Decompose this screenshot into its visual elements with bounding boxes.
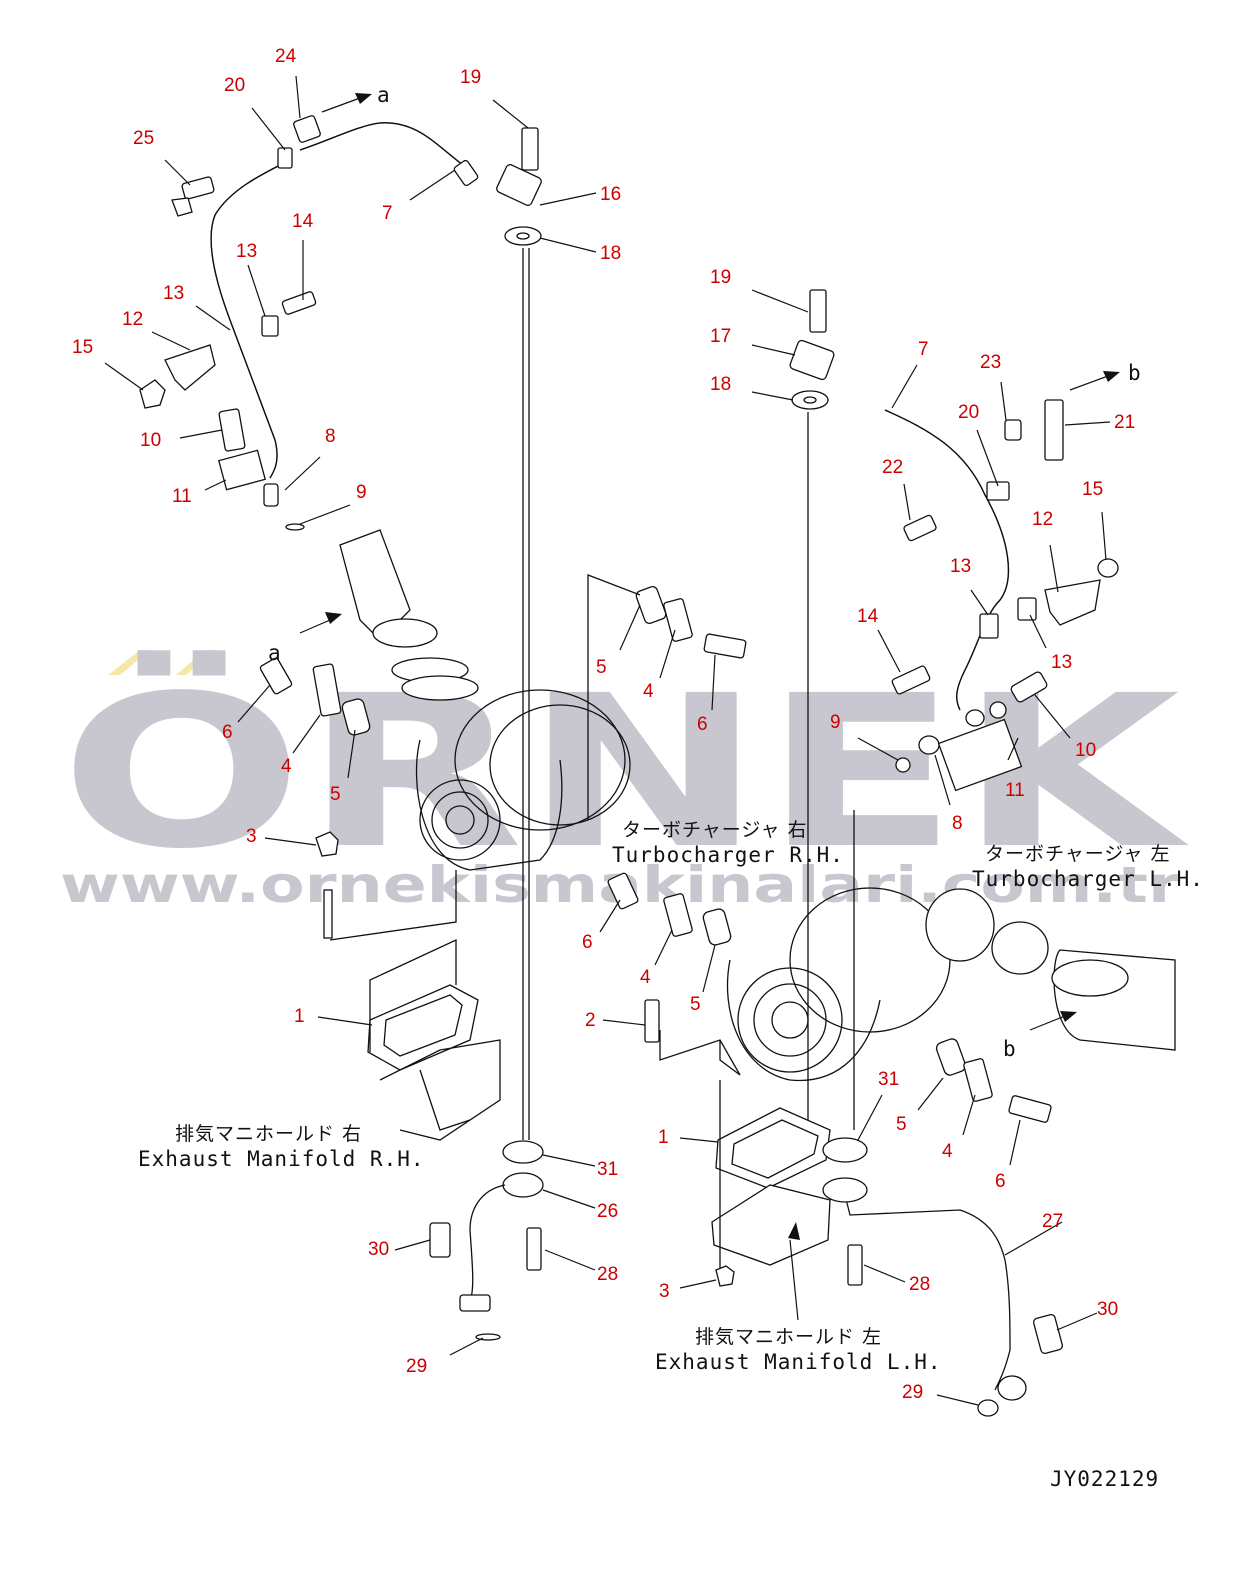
- callout-20: 20: [224, 75, 245, 96]
- arrow-a-mid-label: a: [268, 641, 282, 665]
- callout-15: 15: [1082, 479, 1103, 500]
- callout-6: 6: [995, 1171, 1006, 1192]
- arrow-a-top-label: a: [377, 83, 391, 107]
- callout-19: 19: [710, 267, 731, 288]
- callout-13: 13: [163, 283, 184, 304]
- manifold-rh-en-label: Exhaust Manifold R.H.: [138, 1147, 425, 1171]
- callout-11: 11: [1005, 780, 1025, 801]
- rh-oil-line-assembly: [139, 115, 542, 1140]
- callout-5: 5: [896, 1114, 907, 1135]
- manifold-rh: [367, 938, 501, 1141]
- manifold-lh: [711, 1080, 1064, 1417]
- arrow-b-top: b: [1069, 361, 1142, 391]
- arrow-a-top: a: [321, 83, 391, 113]
- callout-24: 24: [275, 46, 297, 67]
- callout-23: 23: [980, 352, 1001, 373]
- callout-25: 25: [133, 128, 154, 149]
- callout-5: 5: [330, 784, 341, 805]
- lh-oil-line-assembly: [789, 289, 1119, 1130]
- drawing-code: JY022129: [1050, 1467, 1159, 1491]
- arrow-b-mid-label: b: [1003, 1037, 1017, 1061]
- callout-29: 29: [406, 1356, 427, 1377]
- callout-6: 6: [222, 722, 233, 743]
- callout-19: 19: [460, 67, 481, 88]
- arrow-b-mid: b: [1003, 1011, 1077, 1061]
- arrow-b-top-label: b: [1128, 361, 1142, 385]
- callout-8: 8: [952, 813, 963, 834]
- callout-1: 1: [294, 1006, 305, 1027]
- turbo-rh-jp-label: ターボチャージャ 右: [622, 819, 808, 841]
- callout-4: 4: [643, 681, 654, 702]
- callout-14: 14: [292, 211, 314, 232]
- callout-13: 13: [236, 241, 257, 262]
- callout-30: 30: [1097, 1299, 1118, 1320]
- callout-5: 5: [690, 994, 701, 1015]
- component-labels: ターボチャージャ 右 Turbocharger R.H. ターボチャージャ 左 …: [138, 819, 1204, 1491]
- callout-1: 1: [658, 1127, 669, 1148]
- callout-30: 30: [368, 1239, 389, 1260]
- manifold-lh-jp-label: 排気マニホールド 左: [695, 1326, 882, 1348]
- callout-28: 28: [597, 1264, 618, 1285]
- callout-6: 6: [582, 932, 593, 953]
- callout-17: 17: [710, 326, 731, 347]
- callout-5: 5: [596, 657, 607, 678]
- manifold-rh-jp-label: 排気マニホールド 右: [175, 1123, 362, 1145]
- arrow-a-mid: a: [268, 612, 342, 665]
- callout-22: 22: [882, 457, 903, 478]
- callout-26: 26: [597, 1201, 618, 1222]
- callout-3: 3: [659, 1281, 670, 1302]
- callout-31: 31: [878, 1069, 899, 1090]
- callout-10: 10: [140, 430, 161, 451]
- callout-11: 11: [172, 486, 192, 507]
- callout-13: 13: [1051, 652, 1072, 673]
- callout-28: 28: [909, 1274, 930, 1295]
- callout-4: 4: [942, 1141, 953, 1162]
- callout-21: 21: [1114, 412, 1135, 433]
- callout-18: 18: [600, 243, 621, 264]
- manifold-lh-en-label: Exhaust Manifold L.H.: [655, 1350, 942, 1374]
- callout-7: 7: [918, 339, 929, 360]
- callout-9: 9: [830, 712, 841, 733]
- callout-6: 6: [697, 714, 708, 735]
- turbo-rh-en-label: Turbocharger R.H.: [612, 843, 844, 867]
- callout-13: 13: [950, 556, 971, 577]
- callout-18: 18: [710, 374, 731, 395]
- callout-3: 3: [246, 826, 257, 847]
- turbocharger-rh: [259, 529, 747, 941]
- callout-12: 12: [1032, 509, 1053, 530]
- callout-29: 29: [902, 1382, 923, 1403]
- callout-9: 9: [356, 482, 367, 503]
- callout-20: 20: [958, 402, 979, 423]
- callout-31: 31: [597, 1159, 618, 1180]
- turbocharger-lh: [607, 872, 1176, 1123]
- callout-2: 2: [585, 1010, 596, 1031]
- callout-10: 10: [1075, 740, 1096, 761]
- callout-4: 4: [640, 967, 651, 988]
- leader-lines: [104, 75, 1111, 1406]
- callout-27: 27: [1042, 1211, 1063, 1232]
- callout-14: 14: [857, 606, 879, 627]
- callout-numbers: 24 20 19 25 7 16 18 14 13 13 12 15 10 8 …: [72, 46, 1135, 1403]
- callout-15: 15: [72, 337, 93, 358]
- callout-12: 12: [122, 309, 143, 330]
- turbo-lh-en-label: Turbocharger L.H.: [972, 867, 1204, 891]
- callout-16: 16: [600, 184, 621, 205]
- callout-7: 7: [382, 203, 393, 224]
- callout-4: 4: [281, 756, 292, 777]
- turbo-lh-jp-label: ターボチャージャ 左: [985, 843, 1171, 865]
- callout-8: 8: [325, 426, 336, 447]
- rh-oil-return-line: [429, 1140, 544, 1341]
